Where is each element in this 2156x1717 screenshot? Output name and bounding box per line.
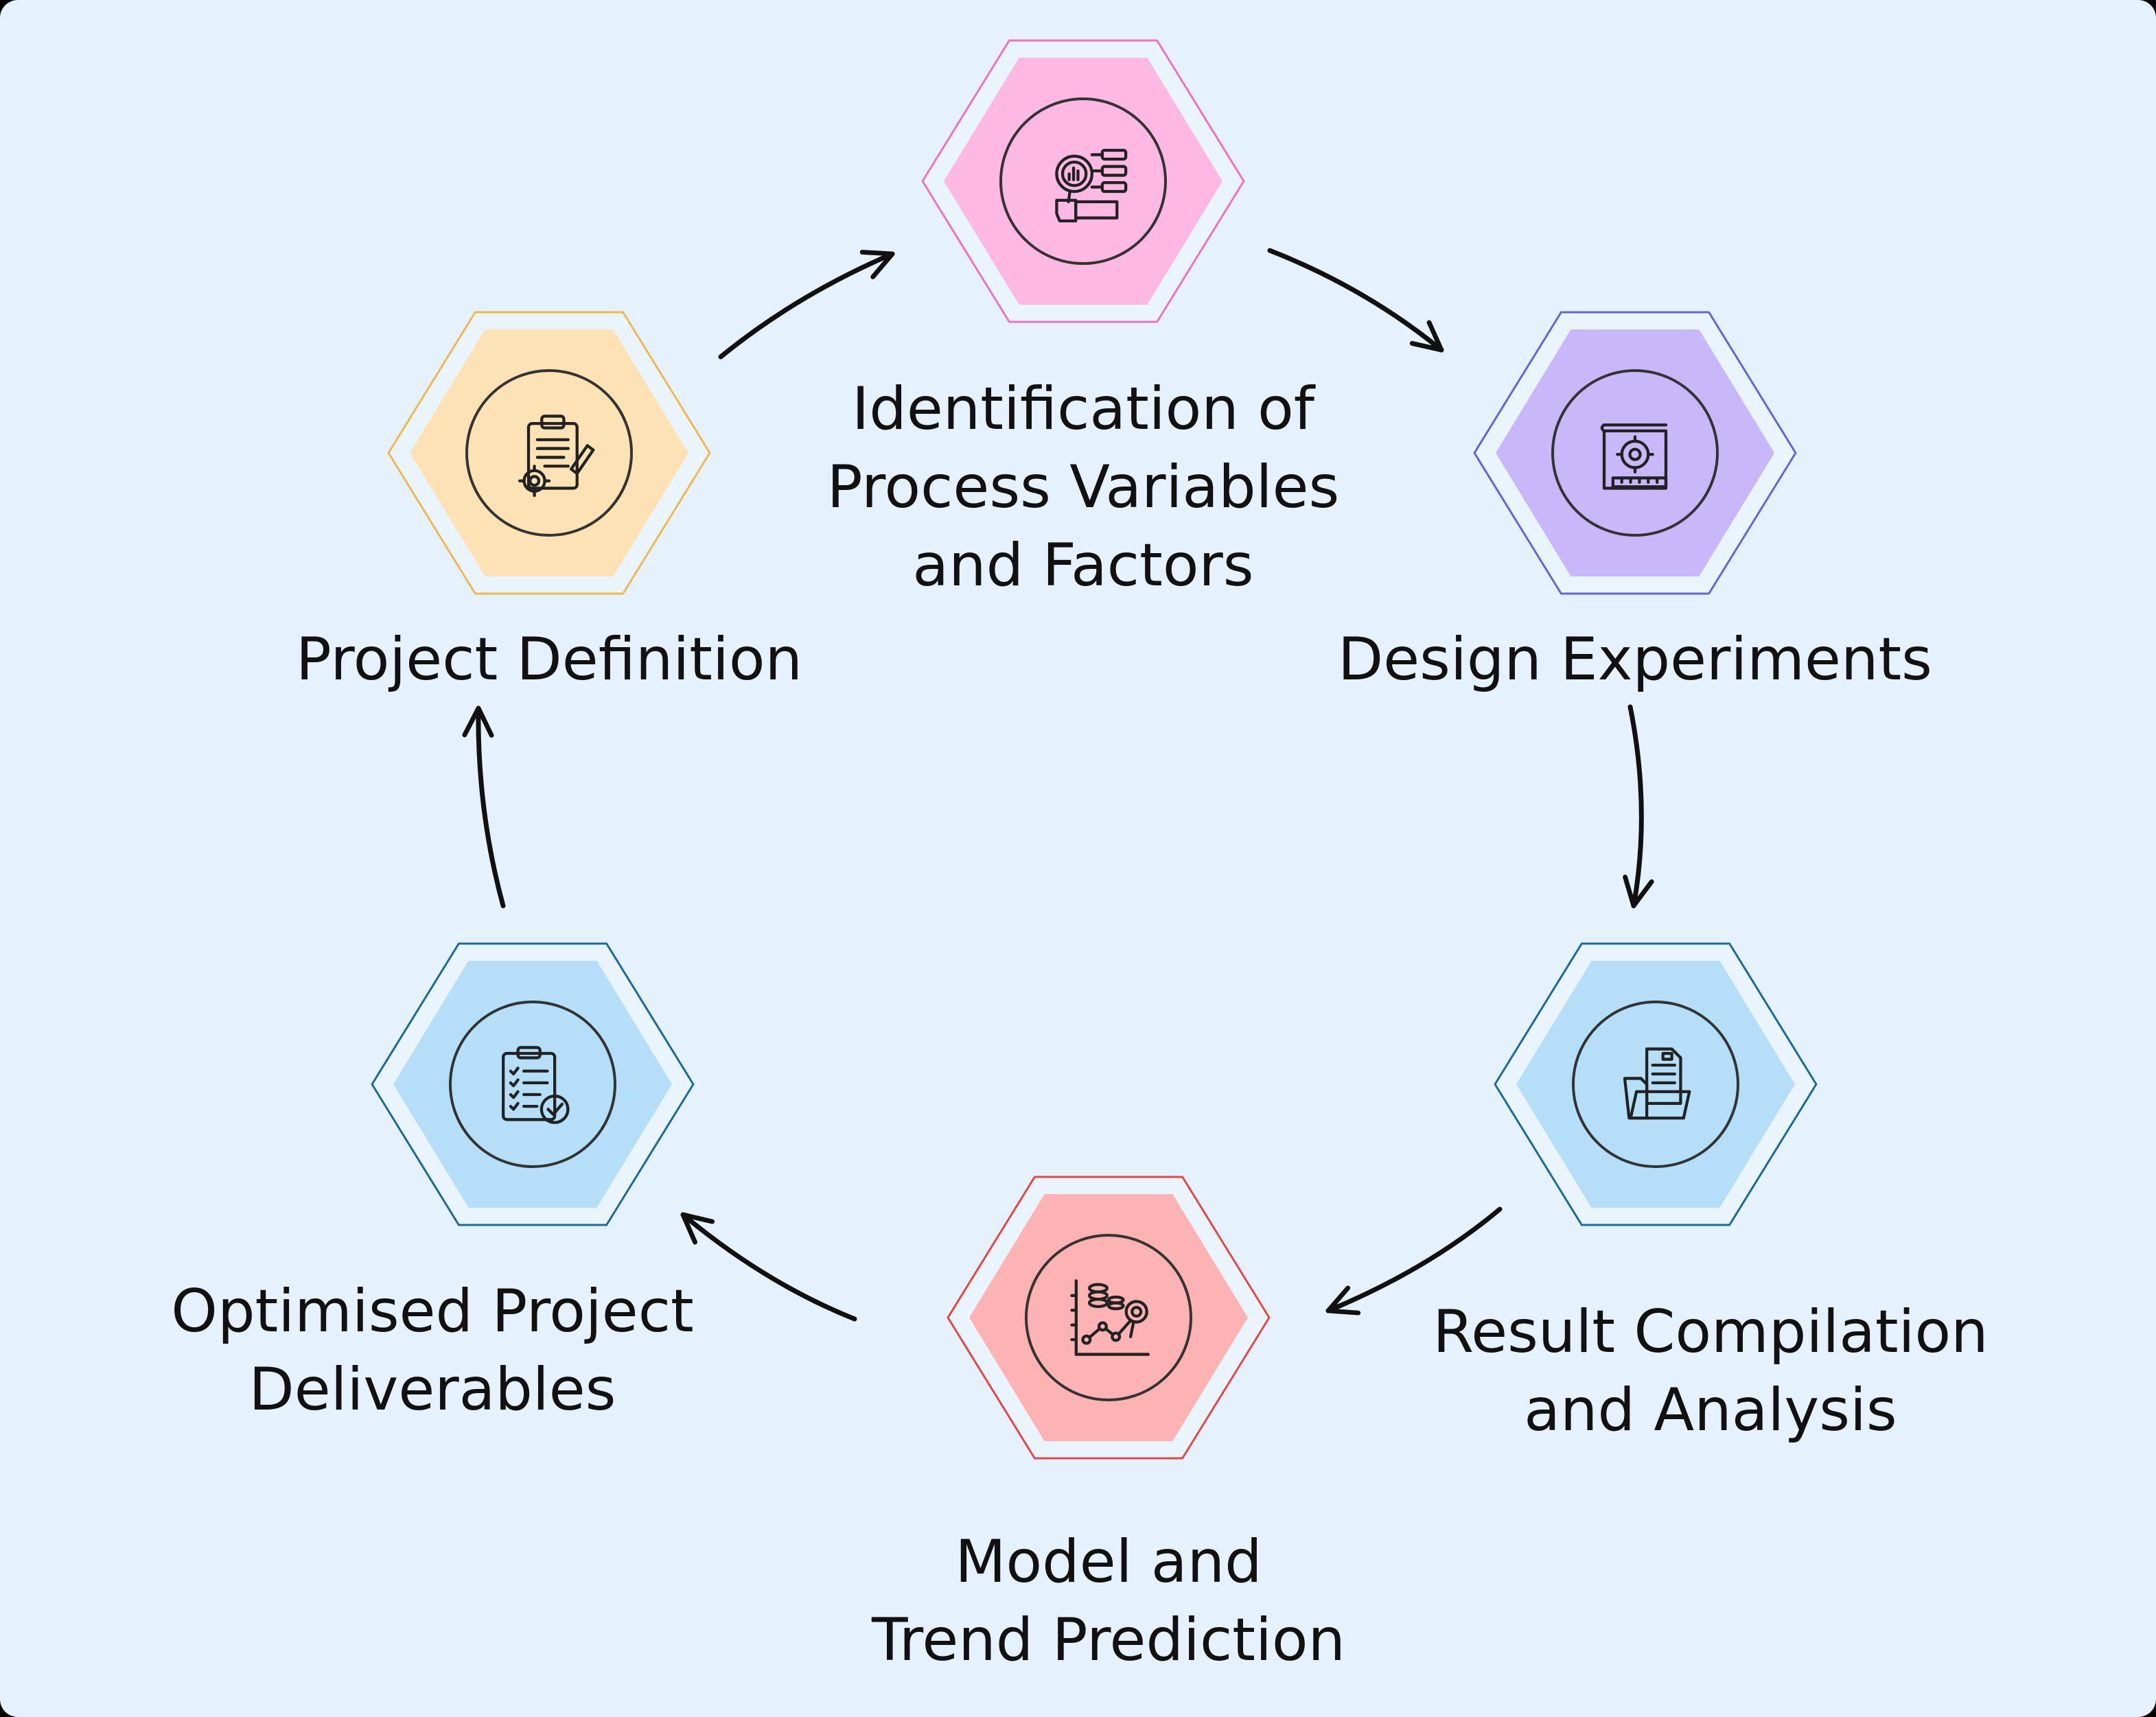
- icon-ring: [1551, 369, 1719, 537]
- node-design-experiments: Design Experiments: [1338, 311, 1932, 694]
- node-label-design-experiments: Design Experiments: [1338, 625, 1932, 694]
- node-label-result-compilation: Result Compilation and Analysis: [1433, 1298, 1988, 1445]
- node-result-compilation: Result Compilation and Analysis: [1433, 942, 1989, 1445]
- node-label-identification: Identification of Process Variables and Fa…: [827, 375, 1340, 600]
- node-project-definition: Project Definition: [296, 311, 802, 694]
- icon-ring: [449, 1001, 616, 1168]
- arrow-optimised-deliverables-to-project-definition: [462, 705, 506, 909]
- hexagon-fill: [410, 329, 688, 576]
- icon-ring: [1025, 1234, 1192, 1401]
- edges-layer: [462, 248, 1654, 1322]
- nodes-layer: Project Definition Identification of Proce…: [171, 39, 1989, 1674]
- icon-ring: [465, 369, 633, 537]
- arrow-result-compilation-to-model-trend: [1325, 1206, 1503, 1316]
- arrow-design-experiments-to-result-compilation: [1623, 704, 1654, 909]
- node-label-project-definition: Project Definition: [296, 625, 802, 694]
- hexagon-fill: [969, 1194, 1248, 1441]
- label-line: Process Variables: [827, 453, 1340, 522]
- label-line: and Analysis: [1524, 1376, 1897, 1445]
- label-line: Model and: [955, 1528, 1262, 1596]
- label-line: Trend Prediction: [871, 1606, 1345, 1674]
- label-line: Project Definition: [296, 625, 802, 694]
- node-identification: Identification of Process Variables and Fa…: [827, 39, 1340, 600]
- label-line: Optimised Project: [171, 1277, 693, 1346]
- arrow-model-trend-to-optimised-deliverables: [680, 1212, 857, 1322]
- label-line: Deliverables: [249, 1355, 616, 1424]
- icon-ring: [1572, 1001, 1739, 1168]
- arrow-project-definition-to-identification: [718, 250, 895, 360]
- label-line: Design Experiments: [1338, 625, 1932, 694]
- label-line: Result Compilation: [1433, 1298, 1988, 1366]
- hexagon-fill: [1496, 329, 1774, 576]
- arrow-identification-to-design-experiments: [1267, 248, 1444, 353]
- icon-ring: [999, 97, 1167, 265]
- label-line: and Factors: [912, 531, 1253, 600]
- label-line: Identification of: [852, 375, 1316, 443]
